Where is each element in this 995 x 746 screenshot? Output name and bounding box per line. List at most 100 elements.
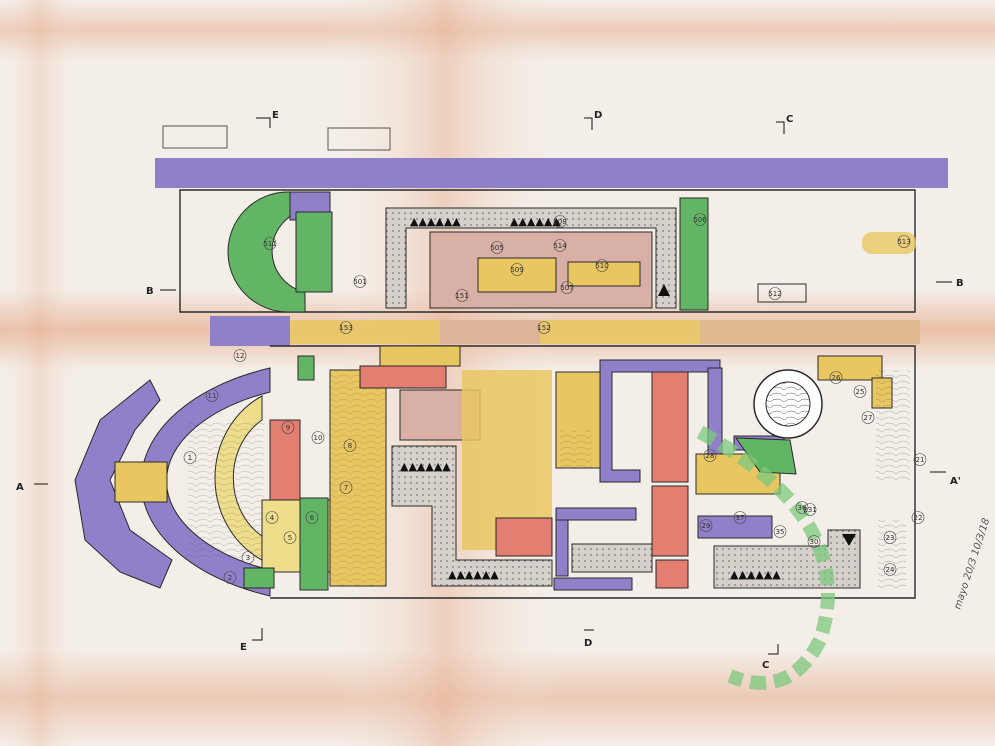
section-marker-b-east: B	[936, 278, 964, 289]
room-label-circle	[883, 563, 897, 576]
room-label-circle	[853, 385, 867, 398]
yellow-block-west	[114, 461, 168, 503]
round-structure-inner	[765, 381, 811, 427]
room-label: 151	[455, 292, 468, 300]
lower-room-outline	[270, 345, 916, 599]
room-512	[757, 283, 807, 303]
room-label-circle	[305, 511, 319, 524]
room-label-circle	[223, 571, 237, 584]
apse-outer-wall	[74, 379, 173, 589]
room-label-circle	[490, 241, 504, 254]
room-label-circle	[733, 511, 747, 524]
room-label: 24	[886, 566, 895, 574]
section-marker-a-west: A	[16, 482, 48, 493]
top-block-2	[327, 127, 391, 151]
hatched-corridor-lower	[391, 445, 553, 587]
red-wall-east-lower	[651, 485, 689, 557]
room-label-circle	[795, 501, 809, 514]
svg-text:B: B	[956, 278, 964, 289]
room-label-circle	[807, 535, 821, 548]
room-label: 514	[553, 242, 567, 250]
purple-wall-center	[599, 359, 721, 483]
section-marker-b-west: B	[146, 286, 176, 297]
room-label: 26	[832, 374, 841, 382]
room-label: 510	[595, 262, 608, 270]
room-label-circle	[693, 213, 707, 226]
room-label-circle	[703, 449, 717, 462]
room-label-circle	[537, 321, 551, 334]
room-label: 27	[864, 414, 873, 422]
room-label: 30	[810, 538, 819, 546]
paper-stain-left	[0, 0, 80, 746]
section-marker-c-top: C	[776, 114, 793, 134]
yellow-wall-stones	[330, 370, 386, 586]
section-marker-e-bottom: E	[240, 628, 263, 653]
triangle-row-3: ▲▲▲▲▲▲	[400, 460, 451, 473]
red-block-se	[655, 559, 689, 589]
room-label: 512	[768, 290, 781, 298]
room-label-circle	[339, 481, 353, 494]
room-label: 6	[310, 514, 315, 522]
room-label: 9	[286, 424, 290, 432]
yellow-patch-ne	[862, 232, 916, 254]
room-label-circle	[911, 511, 925, 524]
red-wall-west	[269, 419, 301, 503]
room-label-circle	[455, 289, 469, 302]
green-wall-upper	[295, 211, 333, 293]
room-label: 37	[736, 514, 745, 522]
room-label: 28	[706, 452, 715, 460]
triangle-row-1: ▲▲▲▲▲▲	[410, 215, 461, 228]
section-marker-e-top: E	[256, 110, 279, 128]
north-wall	[155, 158, 948, 188]
room-label: 10	[314, 434, 323, 442]
svg-text:B: B	[146, 286, 154, 297]
room-label: 35	[776, 528, 785, 536]
wall-segment-west	[210, 316, 290, 346]
room-label-circle	[829, 371, 843, 384]
yellow-block-upper-2	[567, 261, 641, 287]
room-label-circle	[595, 259, 609, 272]
room-label: 505	[490, 244, 503, 252]
section-marker-a-east: A'	[930, 471, 961, 487]
hatched-corridor-upper	[385, 207, 677, 309]
room-label: 1	[188, 454, 192, 462]
room-label-circle	[803, 503, 817, 516]
triangle-row-4: ▲▲▲▲▲▲	[448, 568, 499, 581]
room-label: 22	[914, 514, 923, 522]
room-label: 4	[270, 514, 275, 522]
room-label-circle	[281, 421, 295, 434]
room-label-circle	[233, 349, 247, 362]
svg-text:E: E	[240, 642, 247, 653]
room-label-circle	[768, 287, 782, 300]
room-label: 513	[897, 238, 910, 246]
svg-text:C: C	[762, 660, 769, 671]
room-label: 508	[553, 218, 566, 226]
room-label: 11	[208, 392, 217, 400]
se-triangle	[842, 534, 856, 546]
svg-text:D: D	[594, 110, 602, 121]
green-wall-sw	[299, 497, 329, 591]
room-label-circle	[311, 431, 325, 444]
svg-text:E: E	[272, 110, 279, 121]
room-label: 506	[693, 216, 707, 224]
room-label: 29	[702, 522, 711, 530]
upper-room-outline	[179, 189, 916, 313]
room-label-circle	[205, 389, 219, 402]
apse-stonework	[188, 420, 264, 560]
room-label-circle	[343, 439, 357, 452]
room-label: 501	[353, 278, 366, 286]
room-label-circle	[339, 321, 353, 334]
room-label: 511	[263, 240, 276, 248]
room-label: 7	[344, 484, 348, 492]
room-label-circle	[897, 235, 911, 248]
room-label: 507	[560, 284, 573, 292]
room-label-circle	[883, 531, 897, 544]
red-wall-east	[651, 371, 689, 483]
room-label-circle	[913, 453, 927, 466]
triangle-row-2: ▲▲▲▲▲▲	[510, 215, 561, 228]
room-label-circle	[773, 525, 787, 538]
room-label: 25	[856, 388, 865, 396]
room-label-circle	[283, 531, 297, 544]
